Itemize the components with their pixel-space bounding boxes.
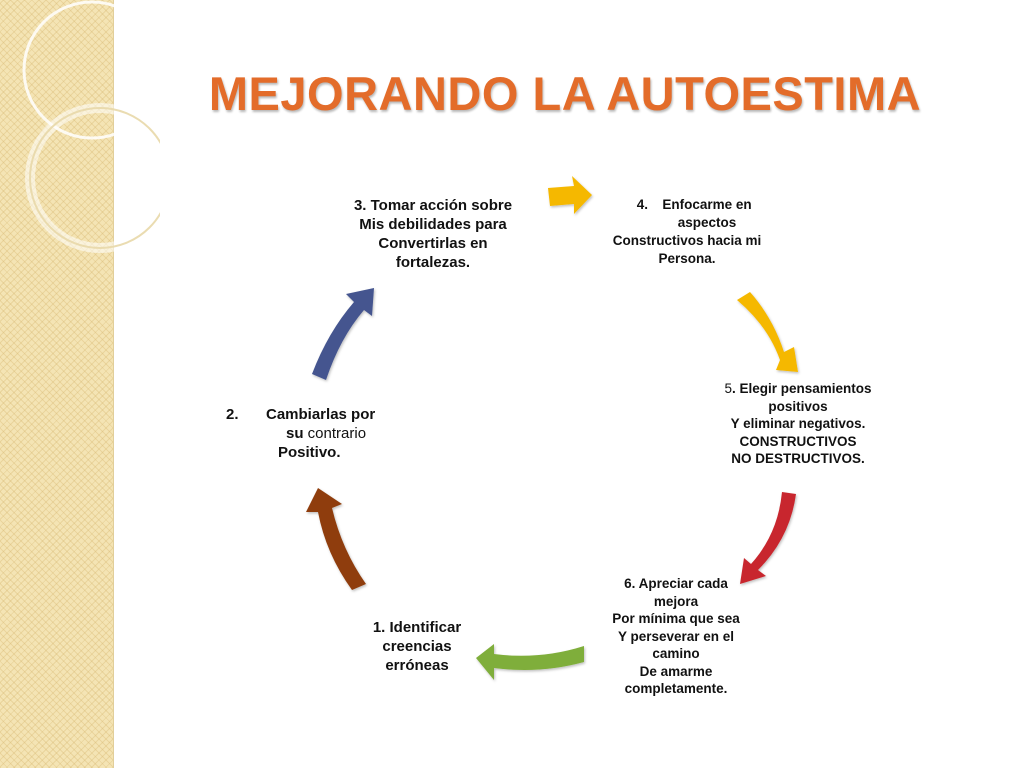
step-4-number: 4. bbox=[636, 197, 648, 212]
step-1-text: 1. Identificar creencias erróneas bbox=[350, 618, 484, 675]
step-4-line-2: aspectos bbox=[677, 215, 737, 230]
step-5-line-5: NO DESTRUCTIVOS. bbox=[731, 451, 865, 466]
arrow-top bbox=[548, 176, 592, 214]
step-2-line-1: Cambiarlas por bbox=[266, 406, 376, 423]
step-2-line-2a: su bbox=[286, 425, 304, 442]
step-5-number: 5 bbox=[724, 381, 732, 396]
arrow-upper-left bbox=[312, 288, 374, 380]
step-6-line-6: De amarme bbox=[639, 663, 713, 679]
step-6-line-7: completamente. bbox=[624, 681, 728, 696]
page-title: MEJORANDO LA AUTOESTIMA bbox=[208, 67, 922, 120]
decorative-sidebar bbox=[0, 0, 160, 768]
step-3-text: 3. Tomar acción sobre Mis debilidades pa… bbox=[335, 196, 531, 272]
step-5-line-3: Y eliminar negativos. bbox=[730, 416, 866, 431]
step-3-line-4: fortalezas. bbox=[395, 254, 471, 271]
step-6-line-5: camino bbox=[652, 646, 700, 661]
decorative-circle-lower-outline bbox=[29, 107, 160, 249]
step-4-line-3: Constructivos hacia mi bbox=[612, 233, 762, 248]
step-3-line-3: Convertirlas en bbox=[378, 235, 488, 252]
arrow-lower-left bbox=[306, 488, 366, 590]
step-2-text: 2. Cambiarlas por su contrario Positivo. bbox=[222, 405, 412, 462]
step-2-line-2b: contrario bbox=[303, 425, 367, 442]
step-4-line-1: Enfocarme en bbox=[662, 197, 752, 212]
step-1-line-1: 1. Identificar bbox=[372, 619, 462, 636]
step-6-line-1: 6. Apreciar cada bbox=[624, 576, 728, 591]
step-4-line-1-row: 4. Enfocarme en bbox=[592, 196, 782, 214]
step-5-line-4: CONSTRUCTIVOS bbox=[739, 433, 857, 449]
step-4-line-4: Persona. bbox=[658, 251, 716, 266]
step-2-line-3: Positivo. bbox=[278, 444, 341, 461]
arrow-upper-right bbox=[737, 292, 798, 372]
decorative-circle-upper bbox=[22, 0, 160, 140]
decorative-circles bbox=[22, 0, 160, 253]
step-6-line-3: Por mínima que sea bbox=[612, 611, 740, 626]
arrow-bottom bbox=[476, 644, 584, 680]
step-5-line-2: positivos bbox=[768, 398, 828, 414]
step-2-number: 2. bbox=[226, 406, 239, 423]
step-2-line-2-row: su contrario bbox=[222, 424, 412, 443]
step-5-text: 5. Elegir pensamientos positivos Y elimi… bbox=[700, 380, 896, 468]
step-6-text: 6. Apreciar cada mejora Por mínima que s… bbox=[586, 575, 766, 698]
step-1-line-3: erróneas bbox=[385, 657, 449, 674]
arrow-lower-right bbox=[740, 492, 796, 584]
step-2-line-1-row: 2. Cambiarlas por bbox=[222, 405, 412, 424]
step-6-line-4: Y perseverar en el bbox=[617, 628, 735, 644]
step-3-line-1: 3. Tomar acción sobre bbox=[353, 197, 513, 214]
step-3-line-2: Mis debilidades para bbox=[359, 216, 507, 233]
step-5-line-1: . Elegir pensamientos bbox=[731, 381, 872, 396]
step-5-line-1-row: 5. Elegir pensamientos bbox=[700, 380, 896, 398]
step-1-line-2: creencias bbox=[382, 638, 452, 655]
step-6-line-2: mejora bbox=[653, 593, 699, 609]
step-4-text: 4. Enfocarme en aspectos Constructivos ha… bbox=[592, 196, 782, 268]
